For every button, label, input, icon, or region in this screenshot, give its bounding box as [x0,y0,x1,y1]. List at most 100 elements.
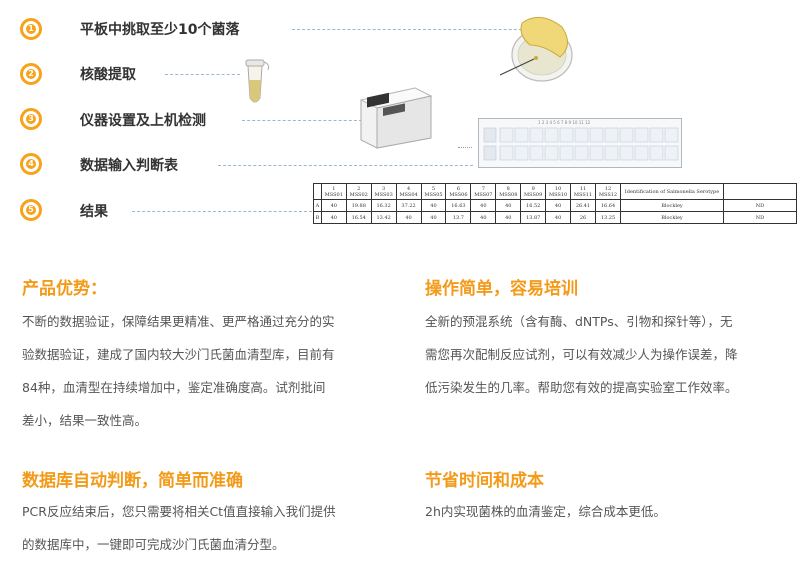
result-table-cell: 13.42 [370,211,397,224]
result-table-cell: 26.41 [570,199,596,212]
result-table-cell: 16.64 [594,199,622,212]
result-table-cell: ND [723,211,797,224]
section-database-title: 数据库自动判断，简单而准确 [22,471,243,491]
step-3-label: 仪器设置及上机检测 [80,113,206,129]
result-table-cell: 13.87 [520,211,547,224]
plate-well [664,127,679,143]
plate-well [619,127,634,143]
plate-well [574,145,589,161]
text-line: 差小，结果一致性高。 [22,413,148,428]
plate-well [514,127,529,143]
result-table-header-cell: 8 MSS08 [495,183,522,200]
plate-well [529,145,544,161]
step-2-number: 2 [26,69,36,79]
result-table-cell: 40 [320,211,347,224]
step-3-number: 3 [26,114,36,124]
section-easy-operation-body: 全新的预混系统（含有酶、dNTPs、引物和探针等），无 需您再次配制反应试剂，可… [425,305,797,404]
plate-well [649,145,664,161]
result-table-cell: 40 [545,211,572,224]
step-5-number: 5 [26,205,36,215]
plate-well [529,127,544,143]
text-line: 84种，血清型在持续增加中，鉴定准确度高。试剂批间 [22,380,326,395]
step-4-number: 4 [26,159,36,169]
plate-dots [458,147,472,148]
plate-well [514,145,529,161]
step-4-dash [218,165,473,166]
result-table-cell: 16.63 [445,199,472,212]
svg-text:1 2 3 4 5 6 7 8 9 10 11 12: 1 2 3 4 5 6 7 8 9 10 11 12 [538,120,591,125]
result-table-header-cell: 9 MSS09 [520,183,547,200]
result-table-cell: 40 [470,211,497,224]
plate-well [619,145,634,161]
result-table-header-cell: 3 MSS03 [370,183,397,200]
text-line: 的数据库中，一键即可完成沙门氏菌血清分型。 [22,537,285,552]
plate-well [574,127,589,143]
result-table-cell: ND [723,199,797,212]
result-table-cell: 16.54 [345,211,372,224]
result-table-cell: Blockley [620,199,724,212]
section-advantages-body: 不断的数据验证，保障结果更精准、更严格通过充分的实 验数据验证，建成了国内较大沙… [22,305,402,437]
section-database-body: PCR反应结束后，您只需要将相关Ct值直接输入我们提供 的数据库中，一键即可完成… [22,495,402,561]
step-5-label: 结果 [80,204,108,220]
plate-well [664,145,679,161]
result-table-header-cell: 10 MSS10 [545,183,572,200]
well-plate-cells: 1 2 3 4 5 6 7 8 9 10 11 12 [483,120,679,161]
step-5-circle: 5 [20,199,42,221]
result-table-cell: 19.88 [345,199,372,212]
step-4-label: 数据输入判断表 [80,158,178,174]
result-table-header-cell: Identification of Salmonella Serotype [620,183,724,200]
result-table-cell: 40 [545,199,572,212]
result-table-cell: 40 [420,199,447,212]
step-1-dash [292,29,552,30]
plate-well [589,145,604,161]
plate-well [649,127,664,143]
step-2-label: 核酸提取 [80,67,136,83]
step-1-label: 平板中挑取至少10个菌落 [80,22,240,38]
plate-well [559,145,574,161]
result-table-cell: 40 [420,211,447,224]
result-table-cell: 40 [395,211,422,224]
section-advantages-title: 产品优势： [22,279,107,299]
plate-well [634,145,649,161]
result-table-header-cell: 11 MSS11 [570,183,596,200]
result-table-header-cell: 7 MSS07 [470,183,497,200]
result-table-cell: 37.22 [395,199,422,212]
text-line: 需您再次配制反应试剂，可以有效减少人为操作误差，降 [425,347,738,362]
result-table-header-cell [313,183,322,200]
plate-well [544,145,559,161]
result-table-header-cell: 4 MSS04 [395,183,422,200]
result-table-cell: A [313,199,322,212]
step-5-dash [132,211,312,212]
result-table-cell: 16.32 [370,199,397,212]
plate-well [499,145,514,161]
step-3-dash [242,120,362,121]
pcr-instrument-illustration [359,87,433,149]
step-1-number: 1 [26,24,36,34]
result-table-header-cell: 2 MSS02 [345,183,372,200]
result-table-cell: 40 [320,199,347,212]
text-line: PCR反应结束后，您只需要将相关Ct值直接输入我们提供 [22,504,336,519]
result-table-header-cell: 6 MSS06 [445,183,472,200]
nucleic-acid-tube-illustration [245,59,269,103]
plate-well [559,127,574,143]
step-2-circle: 2 [20,63,42,85]
result-table-cell: 40 [495,199,522,212]
result-table-cell: 26 [570,211,596,224]
result-table-cell: 40 [495,211,522,224]
result-table-cell: 13.25 [594,211,622,224]
plate-well [604,127,619,143]
text-line: 2h内实现菌株的血清鉴定，综合成本更低。 [425,504,666,519]
result-table-header-cell: 5 MSS05 [420,183,447,200]
section-easy-operation-title: 操作简单，容易培训 [425,279,578,299]
result-table-cell: Blockley [620,211,724,224]
result-table-header-cell: 1 MSS01 [320,183,347,200]
result-table-cell: 40 [470,199,497,212]
text-line: 全新的预混系统（含有酶、dNTPs、引物和探针等），无 [425,314,733,329]
text-line: 验数据验证，建成了国内较大沙门氏菌血清型库，目前有 [22,347,335,362]
petri-dish-illustration [500,16,573,82]
plate-well [499,127,514,143]
